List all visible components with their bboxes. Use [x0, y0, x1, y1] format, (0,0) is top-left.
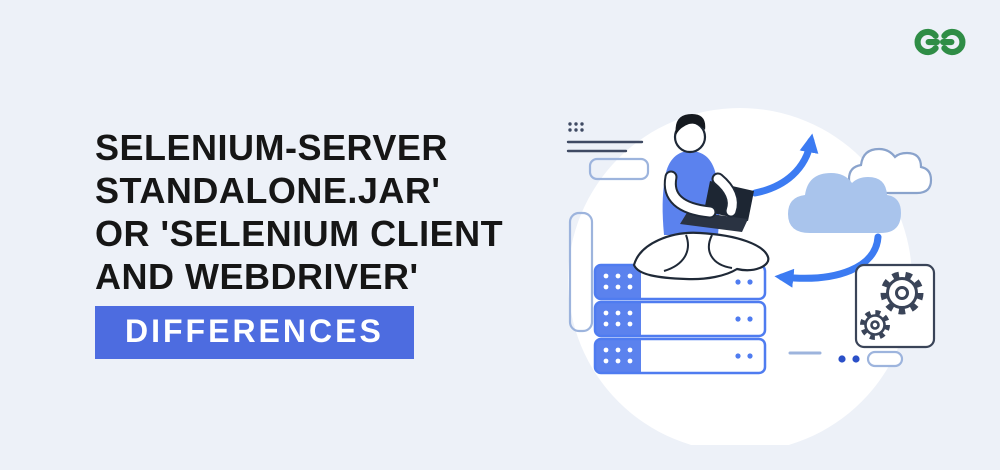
- differences-badge: DIFFERENCES: [95, 306, 414, 359]
- dots-decor: [788, 350, 904, 368]
- geeksforgeeks-logo: [912, 24, 968, 60]
- gear-icon-small: [860, 310, 890, 340]
- cloud-filled-front: [788, 173, 901, 233]
- title-line-1: SELENIUM-SERVER: [95, 127, 448, 168]
- person-arms: [663, 170, 739, 219]
- title-line-2: STANDALONE.JAR': [95, 170, 441, 211]
- sync-arrow-down-icon: [774, 233, 882, 288]
- server-unit: [593, 337, 767, 375]
- differences-badge-label: DIFFERENCES: [125, 313, 384, 349]
- server-unit: [593, 300, 767, 338]
- person-legs: [632, 231, 770, 281]
- gear-icon: [880, 271, 924, 315]
- server-stack: [593, 263, 767, 375]
- person-hair: [675, 114, 706, 135]
- browser-lines-icon: [566, 122, 650, 181]
- article-title: SELENIUM-SERVER STANDALONE.JAR' OR 'SELE…: [95, 126, 503, 298]
- person-illustration: [632, 114, 770, 281]
- sync-arrow-up-icon: [751, 133, 819, 197]
- cloud-icon: [788, 147, 933, 233]
- tall-panel-outline: [568, 211, 594, 333]
- illustration: [540, 85, 970, 452]
- server-unit: [593, 263, 767, 301]
- title-line-4: AND WEBDRIVER': [95, 256, 419, 297]
- geeksforgeeks-logo-icon: [914, 28, 966, 56]
- title-line-3: OR 'SELENIUM CLIENT: [95, 213, 504, 254]
- settings-box: [854, 263, 936, 349]
- person-head: [673, 114, 707, 154]
